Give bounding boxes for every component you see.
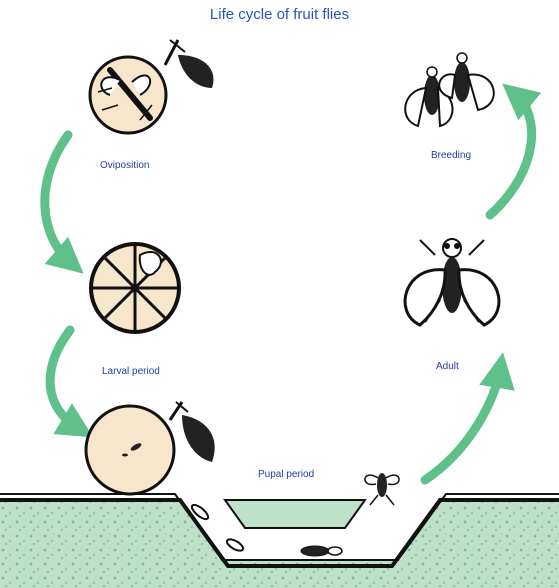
label-adult: Adult bbox=[436, 361, 459, 372]
arrow-adult-to-breeding bbox=[490, 95, 532, 215]
fruit-with-fly-icon bbox=[90, 40, 213, 133]
label-breeding: Breeding bbox=[431, 150, 471, 161]
label-pupal-period: Pupal period bbox=[258, 469, 314, 480]
ground bbox=[0, 494, 559, 588]
diagram-title: Life cycle of fruit flies bbox=[0, 6, 559, 23]
cut-fruit-icon bbox=[91, 244, 179, 332]
fly-icon bbox=[405, 239, 499, 325]
label-oviposition: Oviposition bbox=[100, 160, 149, 171]
mating-flies-icon bbox=[405, 53, 494, 126]
arrow-pupal-to-adult bbox=[425, 370, 500, 480]
arrow-larval-to-fallen bbox=[50, 330, 78, 428]
leaf-icon bbox=[182, 415, 215, 462]
leaf-icon bbox=[178, 55, 213, 88]
label-larval-period: Larval period bbox=[102, 366, 160, 377]
arrow-oviposition-to-larval bbox=[45, 135, 70, 262]
fallen-fruit-icon bbox=[86, 402, 215, 494]
burrow bbox=[225, 500, 365, 528]
